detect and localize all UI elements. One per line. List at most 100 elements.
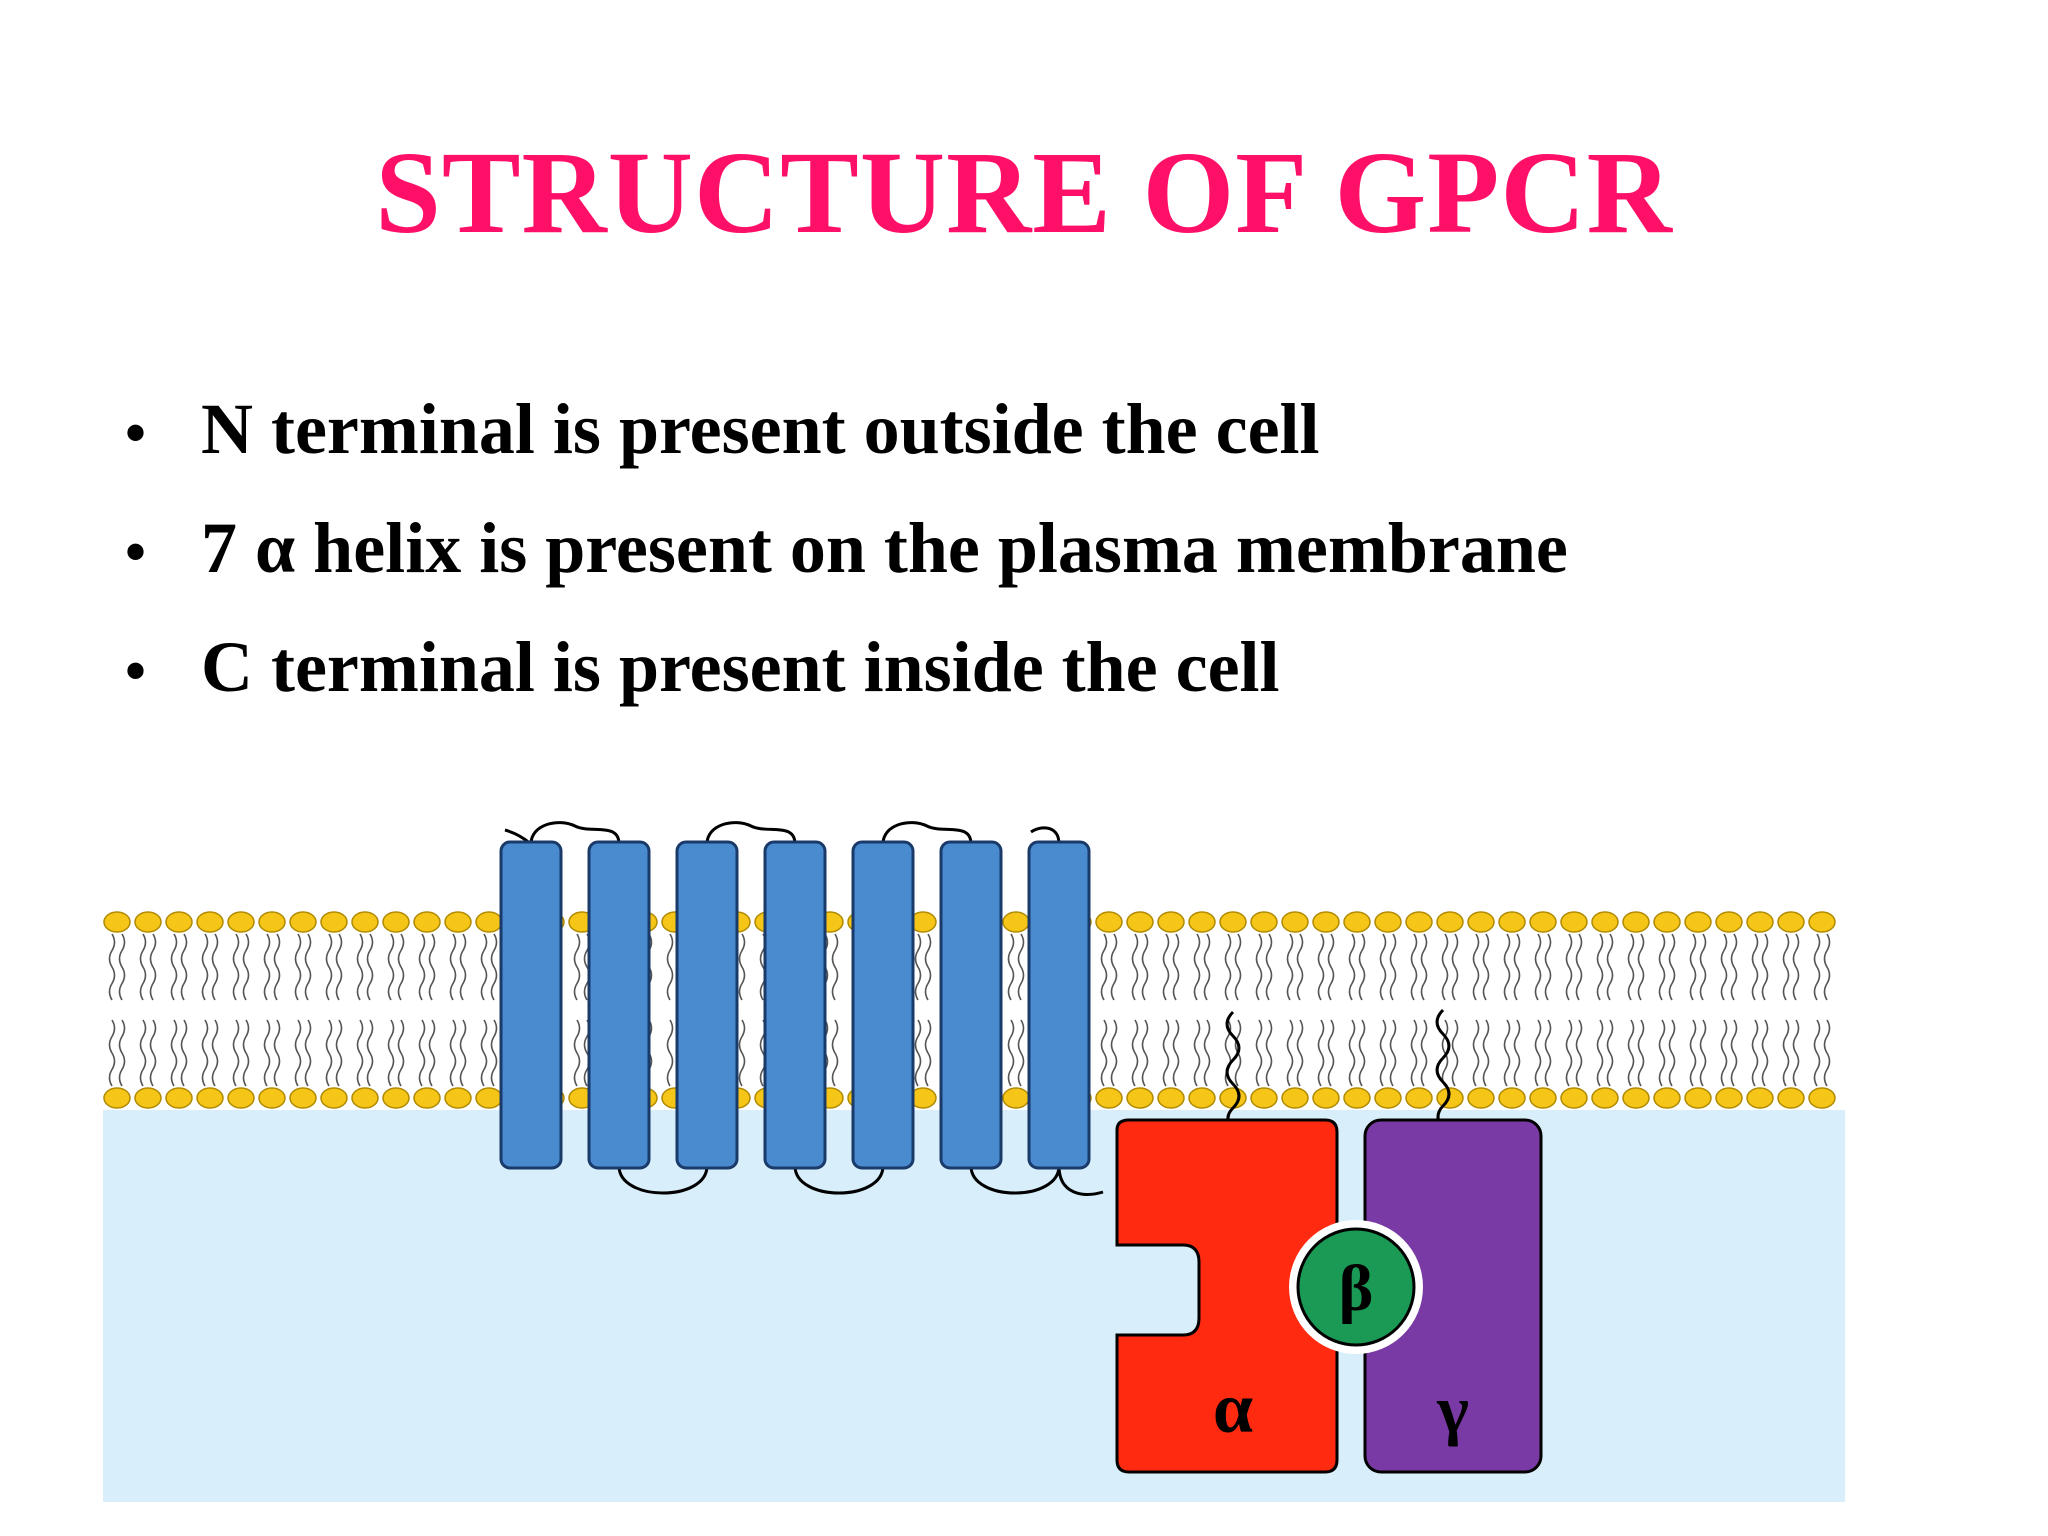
lipid-head — [1250, 911, 1278, 933]
lipid-head — [1374, 911, 1402, 933]
extracellular-loop — [1030, 826, 1061, 845]
alpha-label: α — [1213, 1368, 1253, 1448]
lipid-tail — [428, 1019, 436, 1087]
lipid-tail — [356, 1019, 364, 1087]
lipid-tail — [1379, 1019, 1387, 1087]
lipid-head — [1560, 1087, 1588, 1109]
gamma-lipid-anchor — [1435, 1008, 1451, 1131]
transmembrane-helix — [499, 840, 563, 1170]
lipid-tail — [1193, 933, 1201, 1001]
lipid-tail — [118, 1019, 126, 1087]
lipid-tail — [1544, 1019, 1552, 1087]
lipid-head — [289, 911, 317, 933]
lipid-head — [103, 911, 131, 933]
bullet-text: N terminal is present outside the cell — [201, 389, 1320, 469]
lipid-head — [1157, 1087, 1185, 1109]
lipid-head — [1653, 1087, 1681, 1109]
lipid-head — [320, 1087, 348, 1109]
lipid-head — [1312, 1087, 1340, 1109]
bullet-text: 7 α helix is present on the plasma membr… — [201, 508, 1568, 588]
lipid-tail — [1162, 1019, 1170, 1087]
lipid-tail — [1596, 933, 1604, 1001]
lipid-tail — [1565, 1019, 1573, 1087]
lipid-tail — [490, 1019, 498, 1087]
lipid-tail — [1141, 933, 1149, 1001]
lipid-head — [196, 1087, 224, 1109]
lipid-tail — [232, 933, 240, 1001]
lipid-tail — [666, 933, 674, 1001]
lipid-head — [1374, 1087, 1402, 1109]
lipid-tail — [1017, 933, 1025, 1001]
lipid-tail — [1389, 933, 1397, 1001]
lipid-tail — [335, 933, 343, 1001]
lipid-head — [320, 911, 348, 933]
lipid-tail — [1792, 1019, 1800, 1087]
lipid-tail — [1451, 933, 1459, 1001]
lipid-head — [289, 1087, 317, 1109]
lipid-tail — [170, 1019, 178, 1087]
lipid-head — [1560, 911, 1588, 933]
lipid-tail — [1203, 1019, 1211, 1087]
lipid-tail — [139, 933, 147, 1001]
lipid-head — [382, 911, 410, 933]
lipid-head — [351, 1087, 379, 1109]
lipid-head — [227, 1087, 255, 1109]
lipid-tail — [1296, 933, 1304, 1001]
bullet-item: • N terminal is present outside the cell — [125, 372, 1568, 491]
lipid-tail — [1792, 933, 1800, 1001]
g-beta-subunit-core — [1296, 1227, 1416, 1347]
lipid-head — [1684, 911, 1712, 933]
lipid-tail — [1637, 1019, 1645, 1087]
lipid-head — [1746, 911, 1774, 933]
lipid-head — [1467, 1087, 1495, 1109]
lipid-tail — [1317, 933, 1325, 1001]
lipid-tail — [573, 933, 581, 1001]
lipid-tail — [459, 933, 467, 1001]
lipid-head — [444, 1087, 472, 1109]
lipid-tail — [1513, 1019, 1521, 1087]
lipid-tail — [1172, 1019, 1180, 1087]
lipid-tail — [1017, 1019, 1025, 1087]
lipid-head — [1002, 1087, 1030, 1109]
lipid-head — [1405, 1087, 1433, 1109]
lipid-head — [1684, 1087, 1712, 1109]
extracellular-loop — [529, 821, 621, 845]
alpha-lipid-anchor — [1225, 1010, 1241, 1130]
lipid-tail — [1100, 1019, 1108, 1087]
lipid-head — [1436, 911, 1464, 933]
lipid-tail — [1668, 1019, 1676, 1087]
lipid-tail — [573, 1019, 581, 1087]
lipid-tail — [459, 1019, 467, 1087]
transmembrane-helix — [851, 840, 915, 1170]
transmembrane-helix — [1027, 840, 1091, 1170]
lipid-head — [444, 911, 472, 933]
lipid-head — [1529, 1087, 1557, 1109]
lipid-tail — [1131, 1019, 1139, 1087]
lipid-head — [1498, 1087, 1526, 1109]
lipid-head — [1095, 1087, 1123, 1109]
lipid-head — [413, 911, 441, 933]
lipid-head — [103, 1087, 131, 1109]
lipid-tail — [1513, 933, 1521, 1001]
c-terminal-tail — [1057, 1165, 1104, 1196]
lipid-tail — [366, 933, 374, 1001]
lipid-tail — [263, 933, 271, 1001]
lipid-head — [1653, 911, 1681, 933]
lipid-tail — [366, 1019, 374, 1087]
lipid-tail — [170, 933, 178, 1001]
lipid-tail — [1410, 933, 1418, 1001]
bullet-item: • 7 α helix is present on the plasma mem… — [125, 491, 1568, 610]
bullet-dot-icon: • — [125, 400, 147, 466]
lipid-tail — [1565, 933, 1573, 1001]
lipid-tail — [418, 1019, 426, 1087]
lipid-head — [1591, 1087, 1619, 1109]
lipid-tail — [1255, 933, 1263, 1001]
lipid-tail — [1482, 933, 1490, 1001]
lipid-tail — [1110, 933, 1118, 1001]
lipid-tail — [449, 933, 457, 1001]
lipid-tail — [490, 933, 498, 1001]
lipid-tail — [294, 933, 302, 1001]
lipid-tail — [1100, 933, 1108, 1001]
bullet-list: • N terminal is present outside the cell… — [125, 372, 1568, 729]
lipid-head — [475, 911, 503, 933]
